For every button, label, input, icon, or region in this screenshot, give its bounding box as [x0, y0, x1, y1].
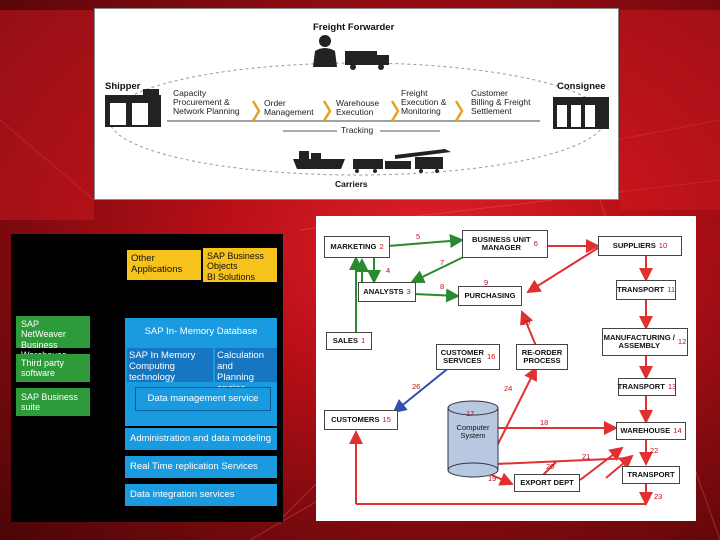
arrow-number: 18: [540, 418, 549, 427]
arrow-number: 23: [654, 492, 663, 501]
arrow-number: 9: [484, 278, 489, 287]
step-capacity-procurement: Capacity Procurement & Network Planning: [173, 88, 240, 116]
netweaver-box: SAP NetWeaver Business Warehouse: [16, 316, 90, 360]
shipper-label: Shipper: [105, 81, 141, 92]
arrow-number: 5: [416, 232, 421, 241]
integration-box: Data integration services: [125, 484, 277, 506]
process-cycle-ellipse: [108, 62, 606, 176]
step-order-management: Order Management: [264, 98, 314, 117]
business-objects-box: SAP Business Objects BI Solutions: [203, 248, 277, 282]
flow-arrows: [349, 233, 653, 506]
arrow-number: 21: [582, 452, 591, 461]
freight-forwarder-icon: [313, 35, 389, 70]
in-memory-tech-box: SAP In Memory Computing technology: [127, 348, 213, 383]
carriers-icon: [293, 149, 451, 173]
step-warehouse-execution: Warehouse Execution: [336, 98, 380, 117]
admin-modeling-box: Administration and data modeling: [125, 428, 277, 450]
step-freight-execution: Freight Execution & Monitoring: [401, 88, 447, 116]
computer-system-cylinder: [447, 400, 499, 478]
sap-hana-architecture-panel: Other Applications SAP Business Objects …: [11, 234, 283, 522]
step-customer-billing: Customer Billing & Freight Settlement: [471, 88, 531, 116]
arrow-number: 25: [522, 318, 531, 327]
arrow-number: 19: [488, 474, 497, 483]
freight-forwarder-label: Freight Forwarder: [313, 22, 395, 33]
calc-engine-box: Calculation and Planning engine: [215, 348, 277, 394]
logistics-graphics: [105, 35, 609, 176]
step-chevrons: [251, 100, 464, 122]
data-management-box: Data management service: [135, 387, 271, 411]
business-suite-box: SAP Business suite: [16, 388, 90, 416]
other-applications-box: Other Applications: [127, 250, 201, 280]
arrow-number: 26: [412, 382, 421, 391]
arrow-number: 22: [650, 446, 659, 455]
arrow-number: 24: [504, 384, 513, 393]
tracking-label: Tracking: [341, 125, 374, 135]
arrow-number: 7: [440, 258, 445, 267]
computer-system-label: Computer System: [456, 423, 490, 441]
box-export-dept: EXPORT DEPT: [514, 474, 580, 492]
box-transport-3: TRANSPORT: [622, 466, 680, 484]
carriers-label: Carriers: [335, 179, 368, 189]
shipper-building-icon: [105, 89, 161, 127]
arrow-number: 4: [386, 266, 391, 275]
computer-system-number: 17: [466, 409, 475, 418]
replication-box: Real Time replication Services: [125, 456, 277, 478]
box-reorder-process: RE-ORDER PROCESS: [516, 344, 568, 370]
third-party-box: Third party software: [16, 354, 90, 382]
arrow-number: 20: [546, 462, 555, 471]
in-memory-database-title: SAP In- Memory Database: [144, 326, 258, 337]
consignee-label: Consignee: [557, 81, 606, 92]
consignee-building-icon: [553, 97, 609, 129]
arrow-number: 8: [440, 282, 445, 291]
box-purchasing: PURCHASING: [458, 286, 522, 306]
logistics-process-panel: Freight Forwarder Shipper Consignee Capa…: [94, 8, 619, 200]
